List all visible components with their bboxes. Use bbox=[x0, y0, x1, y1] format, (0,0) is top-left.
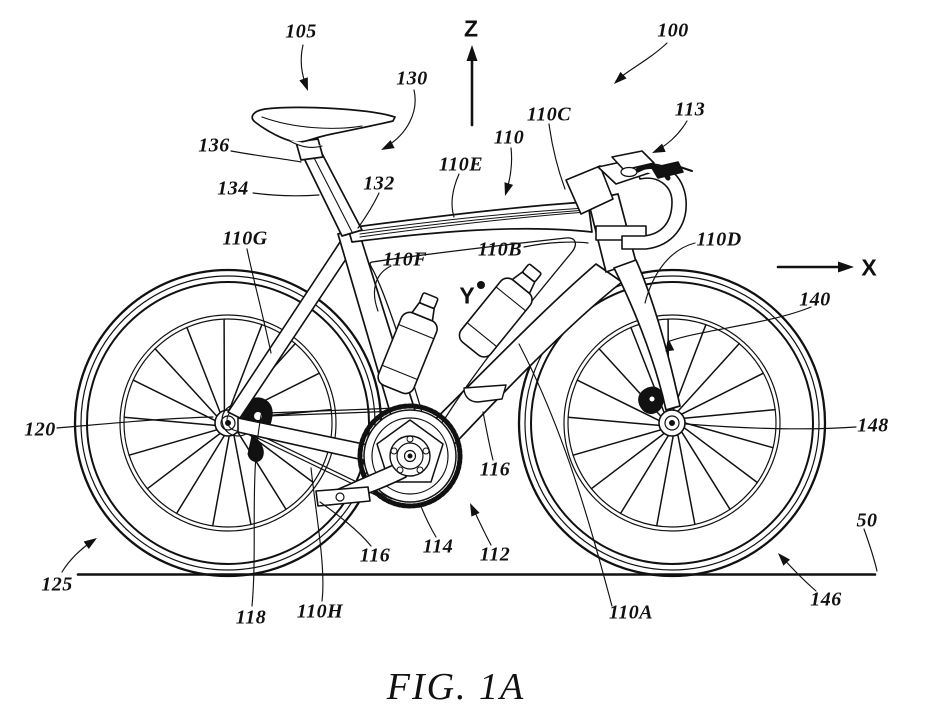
ref-label-136: 136 bbox=[198, 134, 230, 157]
seat-stay bbox=[227, 235, 357, 419]
crankset bbox=[315, 403, 463, 509]
ref-label-110G: 110G bbox=[222, 227, 268, 250]
shifter-lever bbox=[651, 161, 684, 179]
y-axis-label: Y bbox=[459, 282, 475, 309]
z-axis-label: Z bbox=[463, 15, 479, 42]
steerer-ellipse bbox=[620, 166, 638, 178]
ref-label-100: 100 bbox=[657, 19, 689, 42]
leader-116b bbox=[319, 501, 372, 547]
coordinate-axes bbox=[466, 45, 854, 289]
leader-114 bbox=[419, 503, 437, 538]
handlebar-drop bbox=[621, 163, 687, 250]
leader-110G bbox=[246, 248, 272, 354]
cables bbox=[359, 207, 587, 238]
ref-label-140: 140 bbox=[799, 288, 831, 311]
ref-label-110F: 110F bbox=[382, 248, 428, 271]
z-axis-arrowhead bbox=[466, 45, 478, 61]
front-wheel-spokes bbox=[567, 318, 776, 527]
leader-120 bbox=[56, 416, 214, 429]
leader-116a bbox=[482, 411, 494, 461]
leader-118 bbox=[251, 401, 265, 607]
ref-label-112: 112 bbox=[479, 543, 511, 566]
head-unit-box bbox=[565, 165, 614, 215]
leader-140 bbox=[669, 306, 812, 342]
ref-label-146: 146 bbox=[810, 588, 842, 611]
saddle-rail bbox=[287, 139, 323, 148]
x-axis-arrowhead bbox=[838, 261, 854, 273]
top-tube bbox=[347, 201, 593, 243]
ref-label-110H: 110H bbox=[296, 600, 344, 623]
water-bottle-down-tube bbox=[458, 263, 542, 358]
leader-110B bbox=[523, 241, 589, 248]
leader-110C bbox=[548, 123, 566, 190]
leader-134 bbox=[252, 192, 320, 197]
ref-label-114: 114 bbox=[422, 535, 454, 558]
leader-132 bbox=[357, 192, 380, 229]
ref-label-110A: 110A bbox=[608, 601, 654, 624]
ref-label-113: 113 bbox=[674, 98, 706, 121]
shifter-tip bbox=[679, 166, 693, 172]
ref-label-105: 105 bbox=[285, 20, 317, 43]
water-bottle-seat-tube bbox=[377, 292, 439, 395]
ref-label-110B: 110B bbox=[477, 238, 523, 261]
pedal bbox=[315, 486, 371, 507]
leader-136 bbox=[230, 150, 302, 163]
leader-110F bbox=[373, 265, 392, 312]
ref-label-116-right: 116 bbox=[479, 458, 511, 481]
ref-label-110D: 110D bbox=[696, 228, 742, 251]
sensor-bracket bbox=[463, 384, 507, 403]
seat-post-edge bbox=[309, 149, 353, 233]
ref-label-132: 132 bbox=[363, 172, 395, 195]
ref-label-118: 118 bbox=[235, 606, 267, 629]
leader-110E bbox=[451, 173, 460, 218]
leader-110D bbox=[644, 242, 696, 304]
ref-label-120: 120 bbox=[24, 418, 56, 441]
x-axis-label: X bbox=[861, 254, 877, 281]
ref-label-110E: 110E bbox=[438, 153, 484, 176]
cockpit bbox=[565, 150, 693, 250]
ref-label-134: 134 bbox=[217, 177, 249, 200]
saddle-side-line bbox=[261, 116, 363, 129]
leader-110H bbox=[310, 467, 324, 602]
figure-caption: FIG. 1A bbox=[386, 666, 526, 708]
y-axis-dot bbox=[477, 281, 485, 289]
leader-148 bbox=[685, 423, 857, 430]
frame-inner-contour bbox=[369, 237, 577, 429]
ref-label-110C: 110C bbox=[526, 103, 572, 126]
ref-label-125: 125 bbox=[41, 573, 73, 596]
front-caliper-bolt bbox=[648, 395, 656, 403]
ref-label-110: 110 bbox=[493, 126, 525, 149]
leader-50 bbox=[863, 528, 878, 572]
front-wheel bbox=[517, 268, 827, 578]
ref-label-130: 130 bbox=[396, 67, 428, 90]
ref-label-148: 148 bbox=[857, 414, 889, 437]
ref-label-116-left: 116 bbox=[359, 544, 391, 567]
leader-110A bbox=[518, 343, 613, 607]
saddle-assembly bbox=[251, 106, 396, 237]
arrowheads bbox=[83, 71, 791, 566]
chainring-teeth bbox=[357, 403, 463, 509]
ref-label-50: 50 bbox=[856, 509, 878, 532]
